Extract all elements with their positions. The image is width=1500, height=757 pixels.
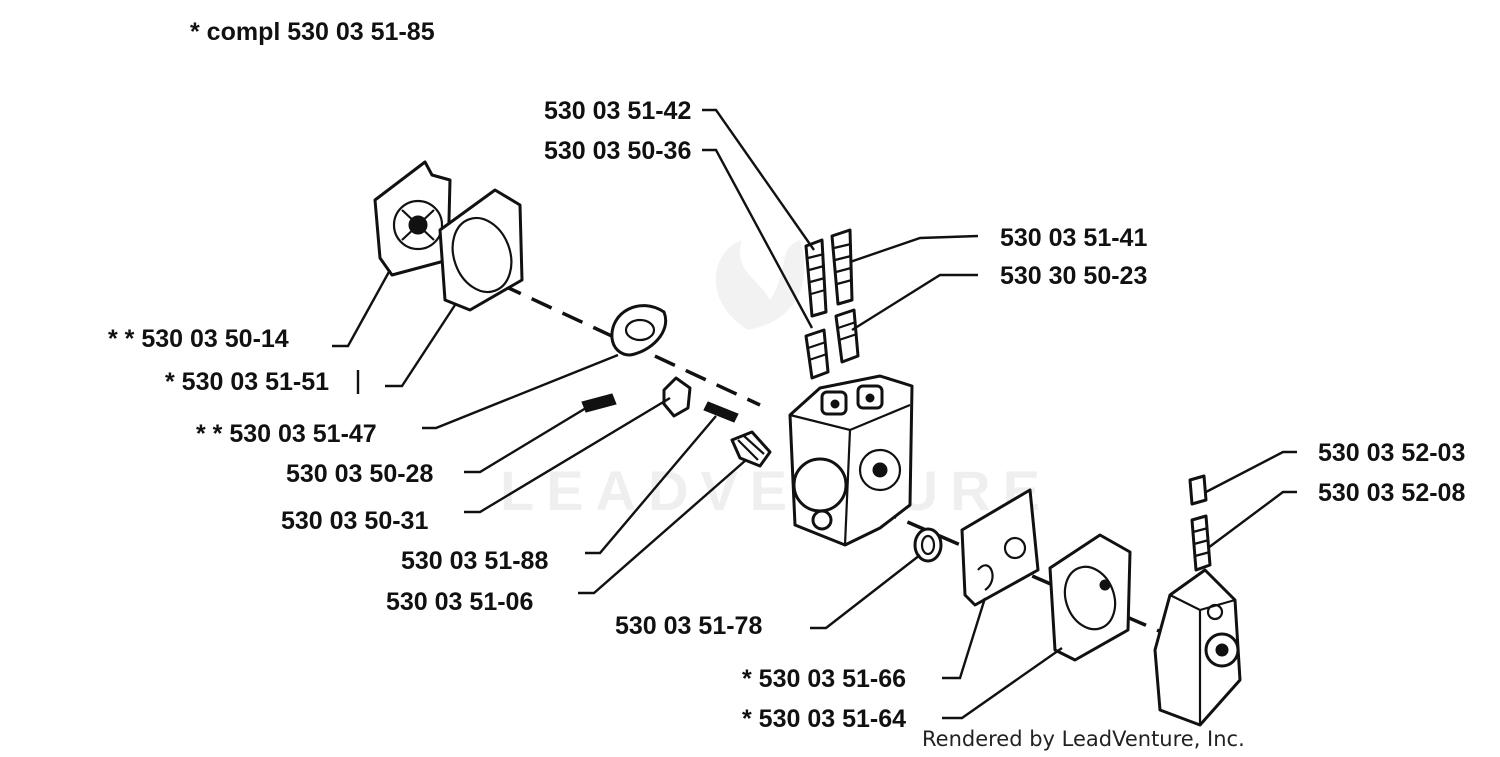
- left-gasket: [438, 188, 524, 312]
- part-label-530-03-51-41: 530 03 51-41: [1000, 224, 1147, 252]
- diaphragm-part: [610, 304, 668, 357]
- leader-lines: [332, 108, 1297, 720]
- part-label-530-03-50-36: 530 03 50-36: [544, 137, 691, 165]
- seal-ring: [913, 527, 943, 563]
- part-label-530-03-51-78: 530 03 51-78: [615, 612, 762, 640]
- part-label-530-03-51-66: * 530 03 51-66: [742, 665, 906, 693]
- right-gasket: [960, 488, 1040, 607]
- pump-plate: [1048, 533, 1132, 662]
- small-parts: [581, 376, 772, 468]
- adjustment-screws: [804, 228, 860, 380]
- part-label-530-03-51-47: * * 530 03 51-47: [196, 420, 377, 448]
- pump-cover: [1153, 568, 1242, 727]
- left-cover-plate: [373, 160, 452, 277]
- part-labels: 530 03 51-42 530 03 50-36 530 03 51-41 5…: [108, 97, 1465, 733]
- part-label-530-03-51-42: 530 03 51-42: [544, 97, 691, 125]
- assembly-title: * compl 530 03 51-85: [190, 18, 435, 46]
- watermark: LEADVENTURE: [500, 240, 1052, 522]
- part-label-530-30-50-23: 530 30 50-23: [1000, 262, 1147, 290]
- part-label-530-03-51-51: * 530 03 51-51: [165, 368, 329, 396]
- part-label-530-03-50-28: 530 03 50-28: [286, 460, 433, 488]
- cover-screw: [1188, 474, 1212, 572]
- part-label-530-03-52-08: 530 03 52-08: [1318, 479, 1465, 507]
- part-label-530-03-51-64: * 530 03 51-64: [742, 705, 906, 733]
- watermark-text: LEADVENTURE: [500, 459, 1052, 522]
- part-label-530-03-50-14: * * 530 03 50-14: [108, 325, 289, 353]
- part-label-530-03-52-03: 530 03 52-03: [1318, 439, 1465, 467]
- render-credit: Rendered by LeadVenture, Inc.: [922, 727, 1245, 751]
- part-label-530-03-51-06: 530 03 51-06: [386, 588, 533, 616]
- part-label-530-03-50-31: 530 03 50-31: [281, 507, 428, 535]
- carburetor-body: [788, 374, 914, 547]
- part-label-530-03-51-88: 530 03 51-88: [401, 547, 548, 575]
